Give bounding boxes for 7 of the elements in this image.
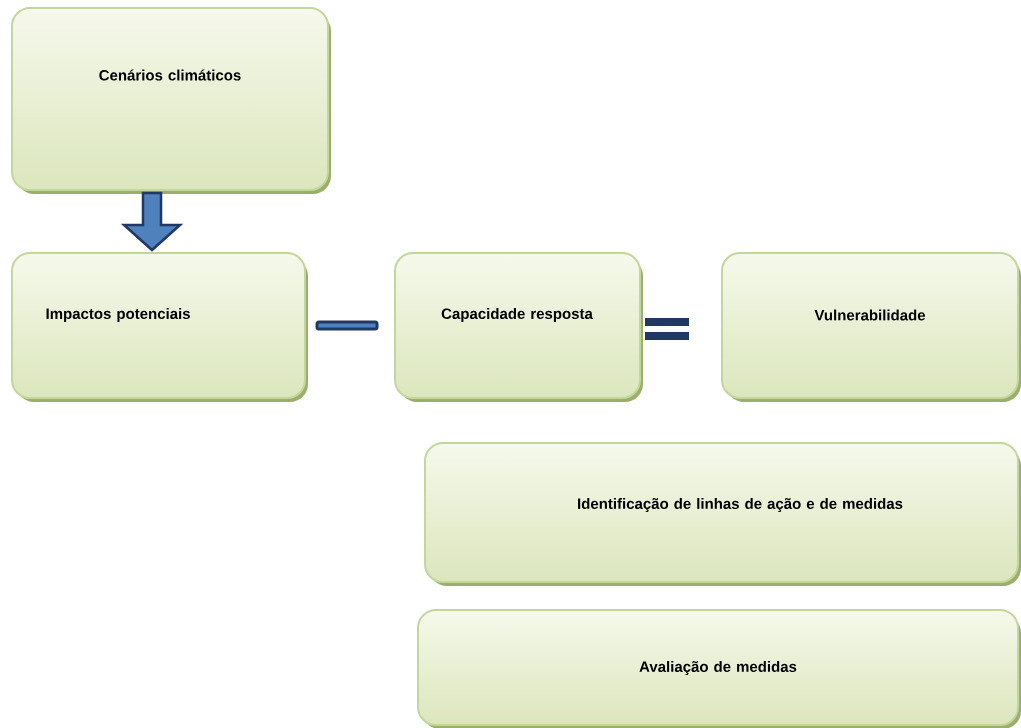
process-box: Vulnerabilidade [721, 252, 1021, 402]
process-box: Cenários climáticos [11, 7, 331, 194]
process-box: Capacidade resposta [394, 252, 643, 402]
process-box: Impactos potenciais [11, 252, 308, 402]
process-box: Identificação de linhas de ação e de medidas [424, 442, 1021, 586]
block-arrow [120, 191, 184, 252]
process-box: Avaliação de medidas [417, 609, 1021, 728]
